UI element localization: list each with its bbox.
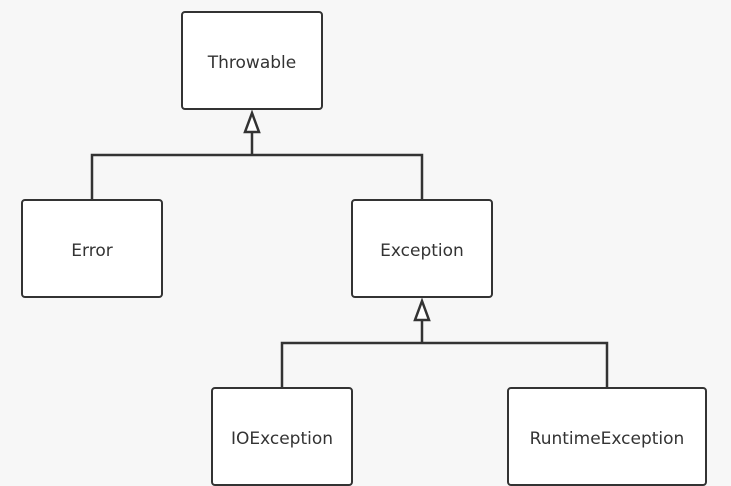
node-error-label: Error [71,240,113,261]
node-error: Error [21,199,163,298]
node-ioexception: IOException [211,387,353,486]
edge-runtimeexception-to-exception [422,341,609,387]
inheritance-arrowhead-throwable [243,109,261,134]
node-exception-label: Exception [380,240,464,261]
inheritance-arrowhead-exception [413,297,431,322]
node-runtimeexception: RuntimeException [507,387,707,486]
node-runtimeexception-label: RuntimeException [529,428,685,449]
edge-error-to-throwable [90,153,252,199]
node-exception: Exception [351,199,493,298]
node-throwable-label: Throwable [207,52,297,73]
node-throwable: Throwable [181,11,323,110]
node-ioexception-label: IOException [230,428,334,449]
edge-exception-to-throwable [252,153,424,199]
edge-ioexception-to-exception [280,341,422,387]
